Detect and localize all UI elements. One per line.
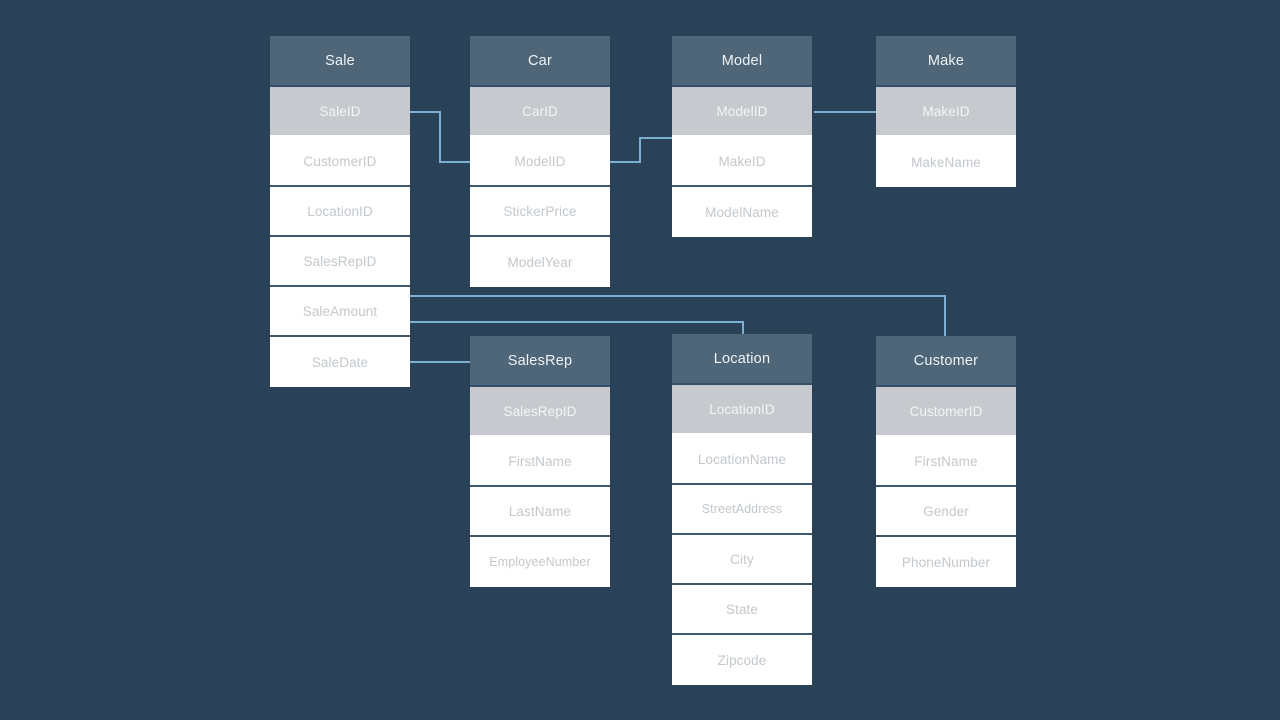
entity-title-model: Model — [672, 36, 812, 87]
field-customer-gender[interactable]: Gender — [876, 487, 1016, 537]
field-sale-locationid[interactable]: LocationID — [270, 187, 410, 237]
field-location-state[interactable]: State — [672, 585, 812, 635]
primary-key-field-model-modelid[interactable]: ModelID — [672, 87, 812, 137]
primary-key-field-location-locationid[interactable]: LocationID — [672, 385, 812, 435]
field-car-modelid[interactable]: ModelID — [470, 137, 610, 187]
entity-title-location: Location — [672, 334, 812, 385]
entity-title-salesrep: SalesRep — [470, 336, 610, 387]
relationship-line-sale-customer — [410, 295, 946, 336]
entity-title-sale: Sale — [270, 36, 410, 87]
entity-title-customer: Customer — [876, 336, 1016, 387]
relationship-line-sale-location — [410, 321, 744, 334]
field-sale-saledate[interactable]: SaleDate — [270, 337, 410, 387]
relationship-line-car-model — [610, 137, 672, 163]
field-location-streetaddress[interactable]: StreetAddress — [672, 485, 812, 535]
field-sale-customerid[interactable]: CustomerID — [270, 137, 410, 187]
primary-key-field-sale-saleid[interactable]: SaleID — [270, 87, 410, 137]
field-salesrep-employeenumber[interactable]: EmployeeNumber — [470, 537, 610, 587]
field-salesrep-lastname[interactable]: LastName — [470, 487, 610, 537]
entity-title-car: Car — [470, 36, 610, 87]
field-location-zipcode[interactable]: Zipcode — [672, 635, 812, 685]
relationship-line-sale-car — [410, 111, 470, 163]
primary-key-field-make-makeid[interactable]: MakeID — [876, 87, 1016, 137]
field-customer-firstname[interactable]: FirstName — [876, 437, 1016, 487]
field-make-makename[interactable]: MakeName — [876, 137, 1016, 187]
field-location-city[interactable]: City — [672, 535, 812, 585]
primary-key-field-customer-customerid[interactable]: CustomerID — [876, 387, 1016, 437]
field-car-modelyear[interactable]: ModelYear — [470, 237, 610, 287]
field-customer-phonenumber[interactable]: PhoneNumber — [876, 537, 1016, 587]
field-location-locationname[interactable]: LocationName — [672, 435, 812, 485]
field-sale-saleamount[interactable]: SaleAmount — [270, 287, 410, 337]
field-sale-salesrepid[interactable]: SalesRepID — [270, 237, 410, 287]
field-car-stickerprice[interactable]: StickerPrice — [470, 187, 610, 237]
entity-title-make: Make — [876, 36, 1016, 87]
field-model-modelname[interactable]: ModelName — [672, 187, 812, 237]
primary-key-field-salesrep-salesrepid[interactable]: SalesRepID — [470, 387, 610, 437]
primary-key-field-car-carid[interactable]: CarID — [470, 87, 610, 137]
field-salesrep-firstname[interactable]: FirstName — [470, 437, 610, 487]
field-model-makeid[interactable]: MakeID — [672, 137, 812, 187]
